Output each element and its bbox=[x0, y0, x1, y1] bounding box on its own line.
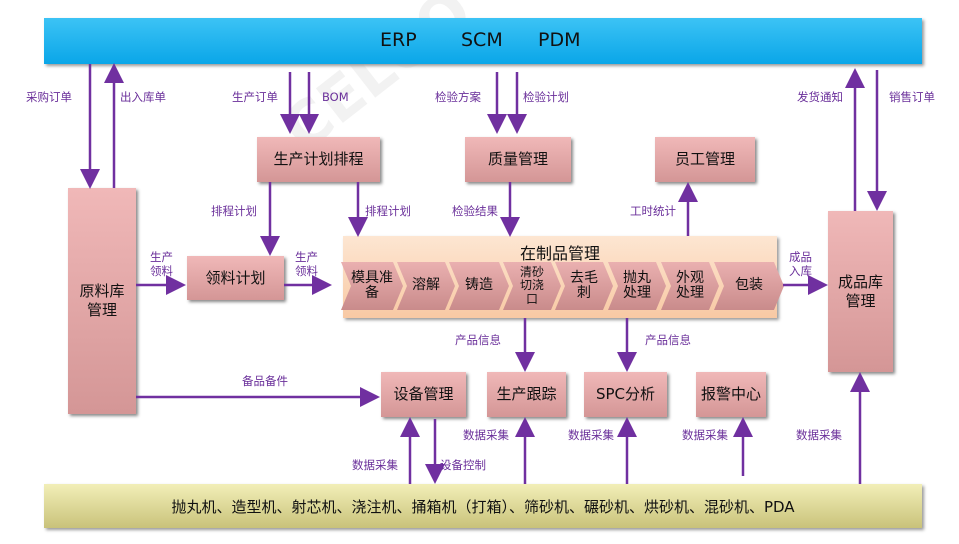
spc-analysis-box[interactable]: SPC分析 bbox=[584, 372, 667, 417]
equipment-devices-bar: 抛丸机、造型机、射芯机、浇注机、捅箱机（打箱）、筛砂机、碾砂机、烘砂机、混砂机、… bbox=[44, 484, 922, 528]
label-in-out-order: 出入库单 bbox=[120, 90, 166, 104]
label-schedule-plan-1: 排程计划 bbox=[211, 204, 257, 218]
label-data-collect-alarm: 数据采集 bbox=[682, 428, 728, 442]
production-schedule-box[interactable]: 生产计划排程 bbox=[257, 137, 380, 182]
material-plan-box[interactable]: 领料计划 bbox=[187, 256, 284, 300]
step-appearance[interactable]: 外观 处理 bbox=[661, 262, 719, 310]
label-data-collect-equipment: 数据采集 bbox=[352, 458, 398, 472]
label-device-control: 设备控制 bbox=[440, 458, 486, 472]
label-inspection-plan: 检验计划 bbox=[523, 90, 569, 104]
wip-title: 在制品管理 bbox=[519, 244, 600, 263]
step-sand-cleaning[interactable]: 清砂 切浇 口 bbox=[503, 262, 561, 310]
label-purchase-order: 采购订单 bbox=[26, 90, 72, 104]
label-production-picking-2: 生产 领料 bbox=[295, 250, 318, 279]
label-inspection-scheme: 检验方案 bbox=[435, 90, 481, 104]
wip-management-panel[interactable]: 在制品管理 模具准 备 溶解 铸造 清砂 切浇 口 去毛 刺 抛丸 处理 外观 … bbox=[343, 236, 777, 318]
equipment-management-box[interactable]: 设备管理 bbox=[381, 372, 466, 417]
erp-label: ERP bbox=[380, 29, 417, 51]
label-product-info-1: 产品信息 bbox=[455, 333, 501, 347]
label-data-collect-finished: 数据采集 bbox=[796, 428, 842, 442]
label-production-picking-1: 生产 领料 bbox=[150, 250, 173, 279]
label-finished-in: 成品 入库 bbox=[789, 250, 812, 279]
scm-label: SCM bbox=[461, 29, 503, 51]
label-work-hours: 工时统计 bbox=[630, 204, 676, 218]
pdm-label: PDM bbox=[538, 29, 581, 51]
label-inspection-result: 检验结果 bbox=[452, 204, 498, 218]
quality-management-box[interactable]: 质量管理 bbox=[465, 137, 571, 182]
alarm-center-box[interactable]: 报警中心 bbox=[696, 372, 766, 417]
label-schedule-plan-2: 排程计划 bbox=[365, 204, 411, 218]
label-sales-order: 销售订单 bbox=[889, 90, 935, 104]
finished-goods-store-box[interactable]: 成品库 管理 bbox=[828, 211, 893, 372]
label-data-collect-spc: 数据采集 bbox=[568, 428, 614, 442]
label-delivery-notice: 发货通知 bbox=[797, 90, 843, 104]
label-bom: BOM bbox=[322, 90, 349, 104]
enterprise-systems-bar: ERP SCM PDM bbox=[44, 18, 922, 64]
step-casting[interactable]: 铸造 bbox=[449, 262, 509, 310]
step-packaging[interactable]: 包装 bbox=[714, 262, 784, 310]
staff-management-box[interactable]: 员工管理 bbox=[655, 137, 755, 182]
label-spare-parts: 备品备件 bbox=[242, 374, 288, 388]
step-shot-blasting[interactable]: 抛丸 处理 bbox=[608, 262, 666, 310]
label-product-info-2: 产品信息 bbox=[645, 333, 691, 347]
label-data-collect-tracking: 数据采集 bbox=[463, 428, 509, 442]
label-production-order: 生产订单 bbox=[232, 90, 278, 104]
raw-material-store-box[interactable]: 原料库 管理 bbox=[68, 188, 136, 414]
production-tracking-box[interactable]: 生产跟踪 bbox=[487, 372, 566, 417]
step-mold-prep[interactable]: 模具准 备 bbox=[341, 262, 403, 310]
